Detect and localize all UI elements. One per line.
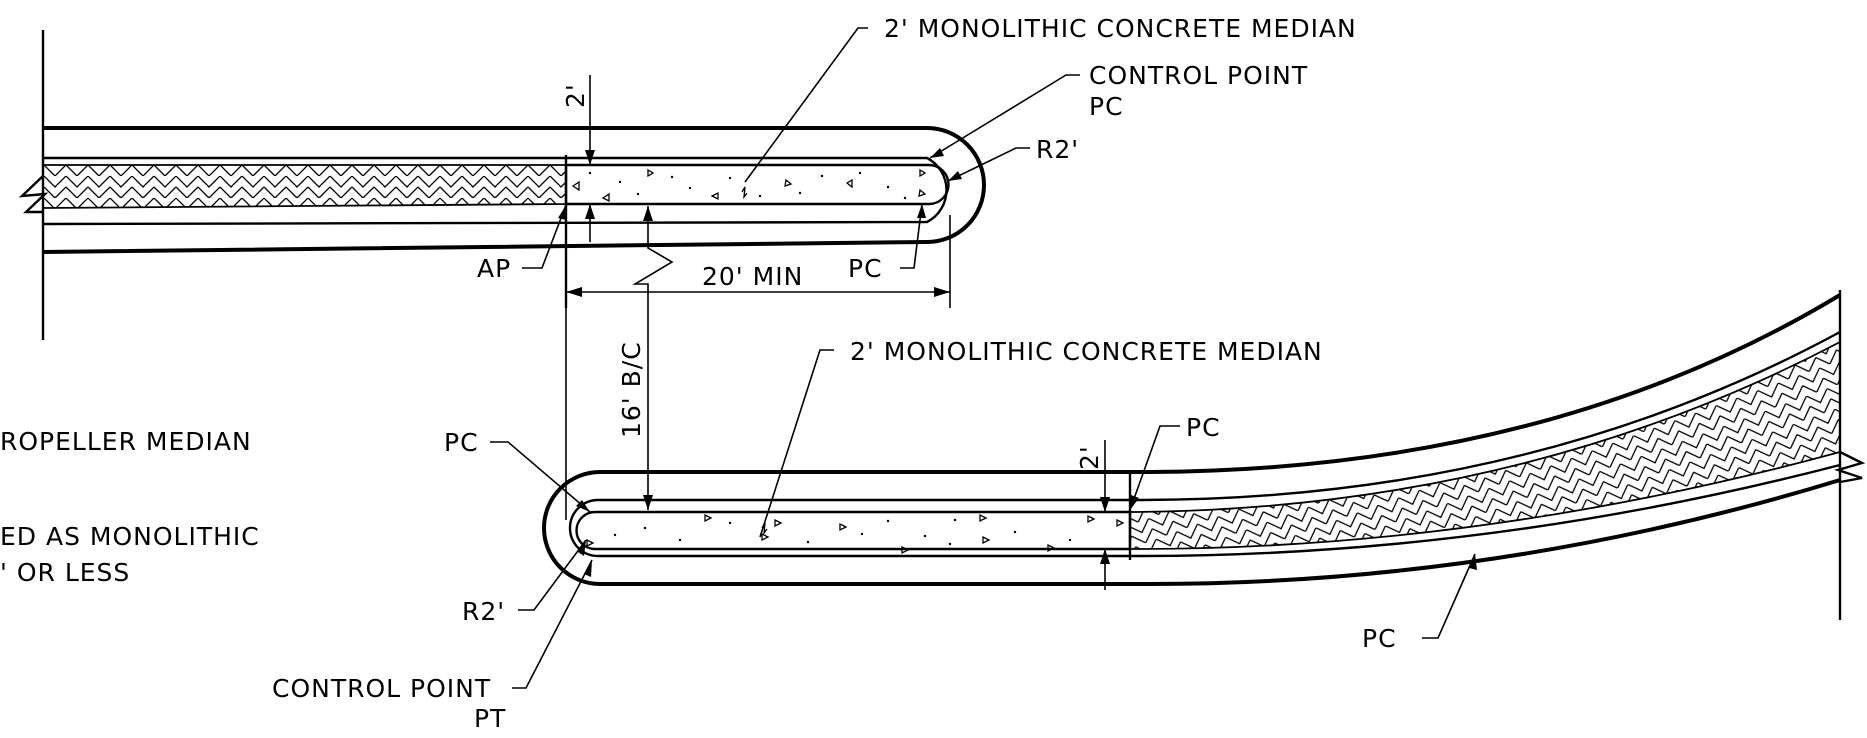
top-concrete-median	[564, 163, 950, 206]
pc-left-arrow	[576, 500, 590, 512]
median-bottom-leader	[759, 349, 834, 538]
bottom-paver-fill	[1129, 340, 1841, 550]
control-point-top-label: CONTROL POINT	[1089, 61, 1308, 90]
r2-top-arrow	[948, 171, 962, 181]
bottom-labels: 2' MONOLITHIC CONCRETE MEDIAN PC PC R2' …	[272, 337, 1477, 733]
median-bottom-label: 2' MONOLITHIC CONCRETE MEDIAN	[850, 337, 1323, 366]
bottom-median-assembly: 2'	[542, 290, 1866, 620]
note-line-2: ED AS MONOLITHIC	[0, 522, 260, 551]
pc-left-label: PC	[444, 428, 479, 457]
pc-top-bottom-arrow	[917, 204, 926, 218]
control-point-top-leader	[929, 74, 1080, 159]
note-line-3: ' OR LESS	[0, 558, 130, 587]
top-median-assembly: 2' 20' MIN	[18, 30, 986, 340]
top-concrete-dots	[588, 171, 907, 200]
pc-bottom-curve-arrow	[1469, 554, 1477, 570]
top-gutter-line	[42, 156, 948, 226]
pc-top-bottom-label: PC	[848, 254, 883, 283]
ap-arrow	[558, 205, 566, 220]
bottom-2ft-arrow-down	[1100, 497, 1110, 512]
top-break-symbol	[18, 175, 49, 214]
r2-top-label: R2'	[1036, 135, 1079, 164]
bottom-concrete-dots	[613, 518, 1072, 546]
top-paver-fill	[42, 164, 567, 209]
control-point-top-arrow	[930, 148, 944, 158]
ap-leader	[522, 204, 567, 269]
top-labels: 2' MONOLITHIC CONCRETE MEDIAN CONTROL PO…	[477, 14, 1357, 283]
r2-bottom-leader	[518, 539, 587, 611]
16ft-bc-label: 16' B/C	[617, 341, 646, 438]
16ft-arrow-up	[643, 206, 653, 221]
top-outer-curb	[42, 126, 986, 254]
pc-left-leader	[490, 441, 591, 513]
pc-top-bottom-leader	[900, 203, 923, 269]
note-line-1: ROPELLER MEDIAN	[0, 427, 252, 456]
16ft-arrow-down	[643, 495, 653, 510]
median-top-label: 2' MONOLITHIC CONCRETE MEDIAN	[884, 14, 1357, 43]
top-2ft-arrow-up	[585, 204, 595, 219]
top-concrete-stipple	[571, 168, 927, 203]
pc-bottom-right-arrow	[1130, 495, 1139, 510]
left-notes: ROPELLER MEDIAN ED AS MONOLITHIC ' OR LE…	[0, 427, 260, 587]
ap-label: AP	[477, 254, 511, 283]
bottom-2ft-label: 2'	[1075, 445, 1104, 470]
16ft-break-dim-line	[632, 206, 674, 510]
r2-bottom-arrow	[578, 540, 586, 556]
top-2ft-label: 2'	[561, 83, 590, 108]
control-point-bottom-pt-label: PT	[474, 704, 506, 733]
20ft-arrow-left	[566, 287, 582, 297]
bottom-2ft-arrow-up	[1100, 549, 1110, 564]
pc-bottom-curve-leader	[1422, 553, 1476, 639]
pc-bottom-right-label: PC	[1186, 413, 1221, 442]
control-point-top-pc-label: PC	[1089, 92, 1124, 121]
r2-bottom-label: R2'	[462, 597, 505, 626]
bottom-gutter-line	[568, 330, 1841, 558]
control-point-bottom-arrow	[584, 560, 592, 577]
r2-top-leader	[947, 147, 1030, 182]
bottom-outer-curb	[542, 293, 1842, 586]
bottom-break-symbol	[1833, 450, 1866, 484]
median-top-leader	[744, 27, 868, 183]
bottom-concrete-median	[575, 510, 1132, 551]
control-point-bottom-leader	[512, 559, 593, 689]
pc-bottom-right-leader	[1129, 425, 1180, 511]
20ft-arrow-right	[934, 287, 950, 297]
control-point-bottom-label: CONTROL POINT	[272, 674, 491, 703]
pc-bottom-curve-label: PC	[1362, 624, 1397, 653]
top-2ft-arrow-down	[585, 150, 595, 165]
bottom-concrete-stipple	[586, 513, 1125, 555]
20ft-min-label: 20' MIN	[702, 262, 803, 291]
